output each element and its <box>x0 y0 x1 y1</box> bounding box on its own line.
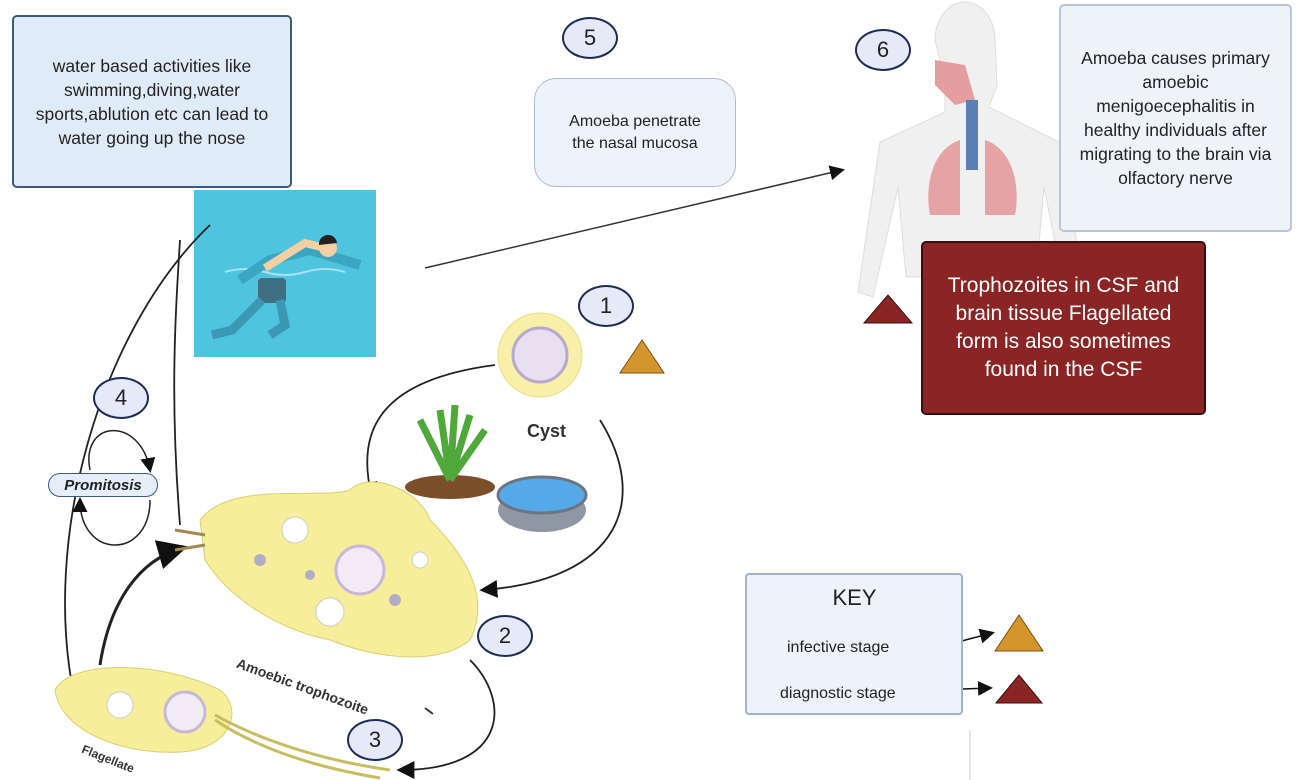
key-diagnostic-triangle <box>994 674 1044 704</box>
arrow-to-human <box>424 165 845 269</box>
stray-mark <box>424 707 434 715</box>
diagnostic-box: Trophozoites in CSF and brain tissue Fla… <box>921 241 1206 415</box>
cyst-to-trophozoite-arrow <box>359 364 496 501</box>
key-infective-triangle <box>994 614 1044 652</box>
soil-plant-icon <box>405 404 495 499</box>
disease-text: Amoeba causes primary amoebic menigoecep… <box>1079 48 1272 188</box>
key-title: KEY <box>832 585 877 610</box>
key-box: KEY infective stage diagnostic stage <box>745 573 963 715</box>
exposure-text: water based activities like swimming,div… <box>35 55 269 148</box>
promitosis-text: Promitosis <box>64 476 142 494</box>
flagellate-illustration <box>54 667 391 780</box>
step-badge-6: 6 <box>855 29 911 71</box>
swimmer-illustration <box>194 190 376 357</box>
penetration-box: Amoeba penetrate the nasal mucosa <box>534 78 736 187</box>
human-respiratory-illustration <box>857 1 1085 298</box>
penetration-text: Amoeba penetrate the nasal mucosa <box>569 112 701 152</box>
disease-box: Amoeba causes primary amoebic menigoecep… <box>1059 4 1292 232</box>
step-badge-2: 2 <box>477 615 533 657</box>
diagnostic-text: Trophozoites in CSF and brain tissue Fla… <box>947 274 1180 381</box>
exposure-box: water based activities like swimming,div… <box>12 15 292 188</box>
cyst-label: Cyst <box>527 421 567 441</box>
promitosis-loop-bottom <box>72 497 151 546</box>
step-badge-1: 1 <box>578 285 634 327</box>
step-badge-5: 5 <box>562 17 618 59</box>
cyst-illustration <box>497 312 583 398</box>
trophozoite-to-flagellate-arrow <box>396 659 496 779</box>
infective-stage-triangle <box>619 339 665 374</box>
promitosis-label: Promitosis <box>48 473 158 497</box>
step-badge-4: 4 <box>93 377 149 419</box>
cyst-to-trophozoite-arrow-2 <box>479 419 624 598</box>
step-badge-3: 3 <box>347 719 403 761</box>
key-diagnostic-label: diagnostic stage <box>780 685 896 702</box>
key-infective-label: infective stage <box>787 639 890 656</box>
diagnostic-stage-triangle <box>862 294 914 324</box>
flagellate-to-trophozoite-arrow <box>98 540 188 666</box>
amoebic-trophozoite-illustration <box>174 481 479 658</box>
promitosis-loop-top <box>88 429 156 473</box>
water-dish-icon <box>496 475 588 532</box>
trophozoite-to-water-line <box>173 239 181 526</box>
flagellate-to-water-line <box>64 224 211 701</box>
